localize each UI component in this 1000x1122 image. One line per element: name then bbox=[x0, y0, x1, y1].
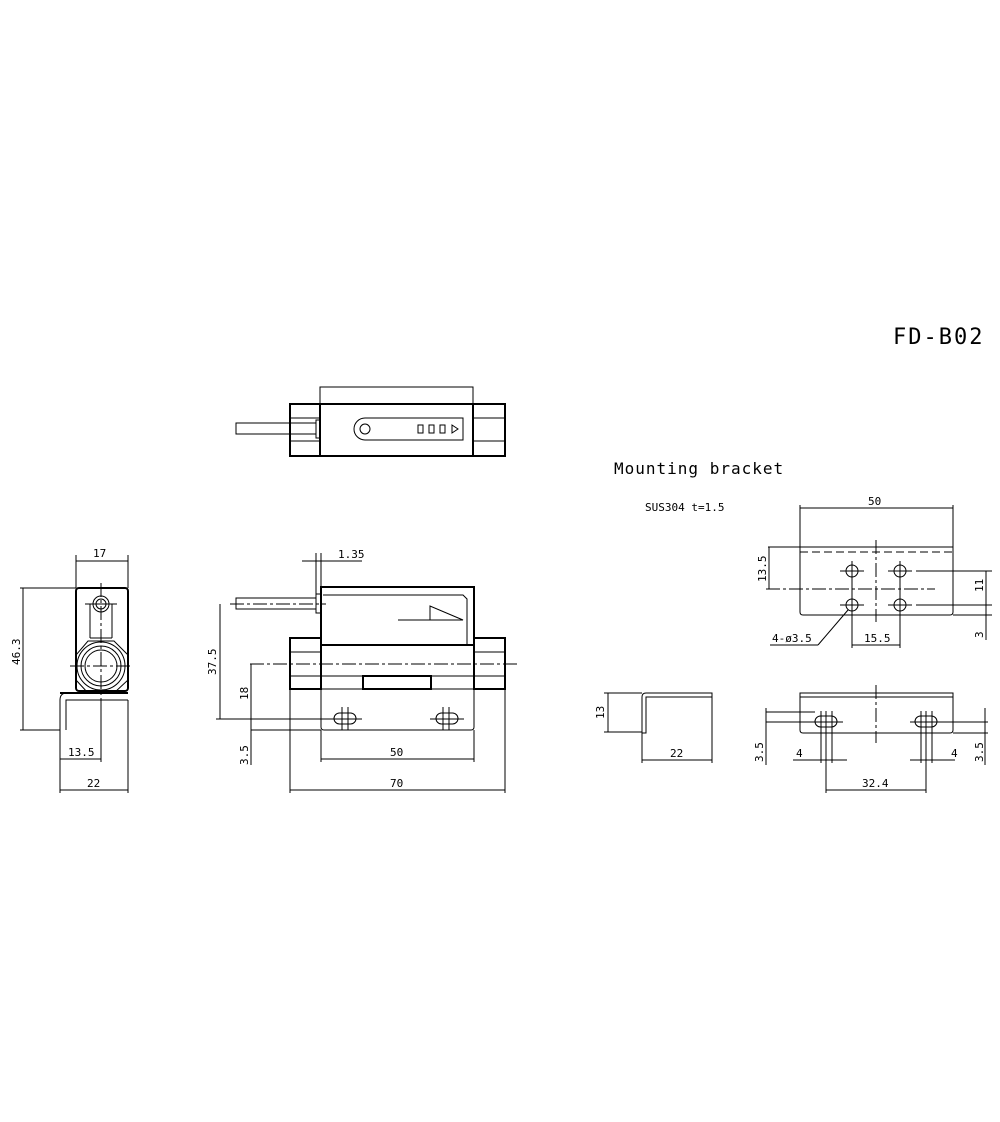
dim-slot-offset-right: 3.5 bbox=[973, 742, 986, 762]
dim-overall-length: 70 bbox=[390, 777, 403, 790]
dim-axis-height: 18 bbox=[238, 687, 251, 700]
flow-arrow-icon bbox=[398, 605, 464, 621]
dim-pipe-height: 37.5 bbox=[206, 649, 219, 676]
front-view: 1.35 37.5 18 3.5 50 70 bbox=[206, 548, 518, 793]
indicator-icon bbox=[428, 424, 435, 434]
display-window bbox=[353, 417, 464, 441]
dim-width-top: 17 bbox=[93, 547, 106, 560]
dim-offset: 13.5 bbox=[68, 746, 95, 759]
dim-gap: 1.35 bbox=[338, 548, 365, 561]
bracket-front-view: 3.5 4 4 3.5 32.4 bbox=[753, 685, 988, 793]
dim-slot-width-left: 4 bbox=[796, 747, 803, 760]
play-arrow-icon bbox=[451, 424, 459, 434]
bracket-side-view: 13 22 bbox=[594, 692, 713, 763]
material-note: SUS304 t=1.5 bbox=[645, 501, 724, 514]
dim-bracket-length: 50 bbox=[390, 746, 403, 759]
dim-bracket-length: 50 bbox=[868, 495, 881, 508]
dim-slot-pitch: 32.4 bbox=[862, 777, 889, 790]
indicator-icon bbox=[439, 424, 446, 434]
indicator-icon bbox=[417, 424, 424, 434]
dim-width-bottom: 22 bbox=[87, 777, 100, 790]
dim-height: 46.3 bbox=[10, 639, 23, 666]
dim-flange: 13.5 bbox=[756, 556, 769, 583]
bracket-heading: Mounting bracket bbox=[614, 459, 784, 478]
top-view bbox=[235, 386, 506, 457]
side-view: 17 46.3 13.5 22 bbox=[10, 547, 132, 793]
dim-slot-offset-left: 3.5 bbox=[753, 742, 766, 762]
dim-hole-pitch-v: 11 bbox=[973, 579, 986, 592]
dim-edge-offset: 3 bbox=[973, 631, 986, 638]
hole-callout: 4-ø3.5 bbox=[772, 632, 812, 645]
bracket-top-view: 50 13.5 11 3 15.5 4-ø3.5 bbox=[756, 495, 992, 648]
dim-hole-pitch-h: 15.5 bbox=[864, 632, 891, 645]
model-title: FD-B02 bbox=[893, 325, 984, 350]
dim-bracket-depth: 22 bbox=[670, 747, 683, 760]
dim-slot-width-right: 4 bbox=[951, 747, 958, 760]
dim-slot-offset: 3.5 bbox=[238, 745, 251, 765]
dim-bracket-height: 13 bbox=[594, 706, 607, 719]
